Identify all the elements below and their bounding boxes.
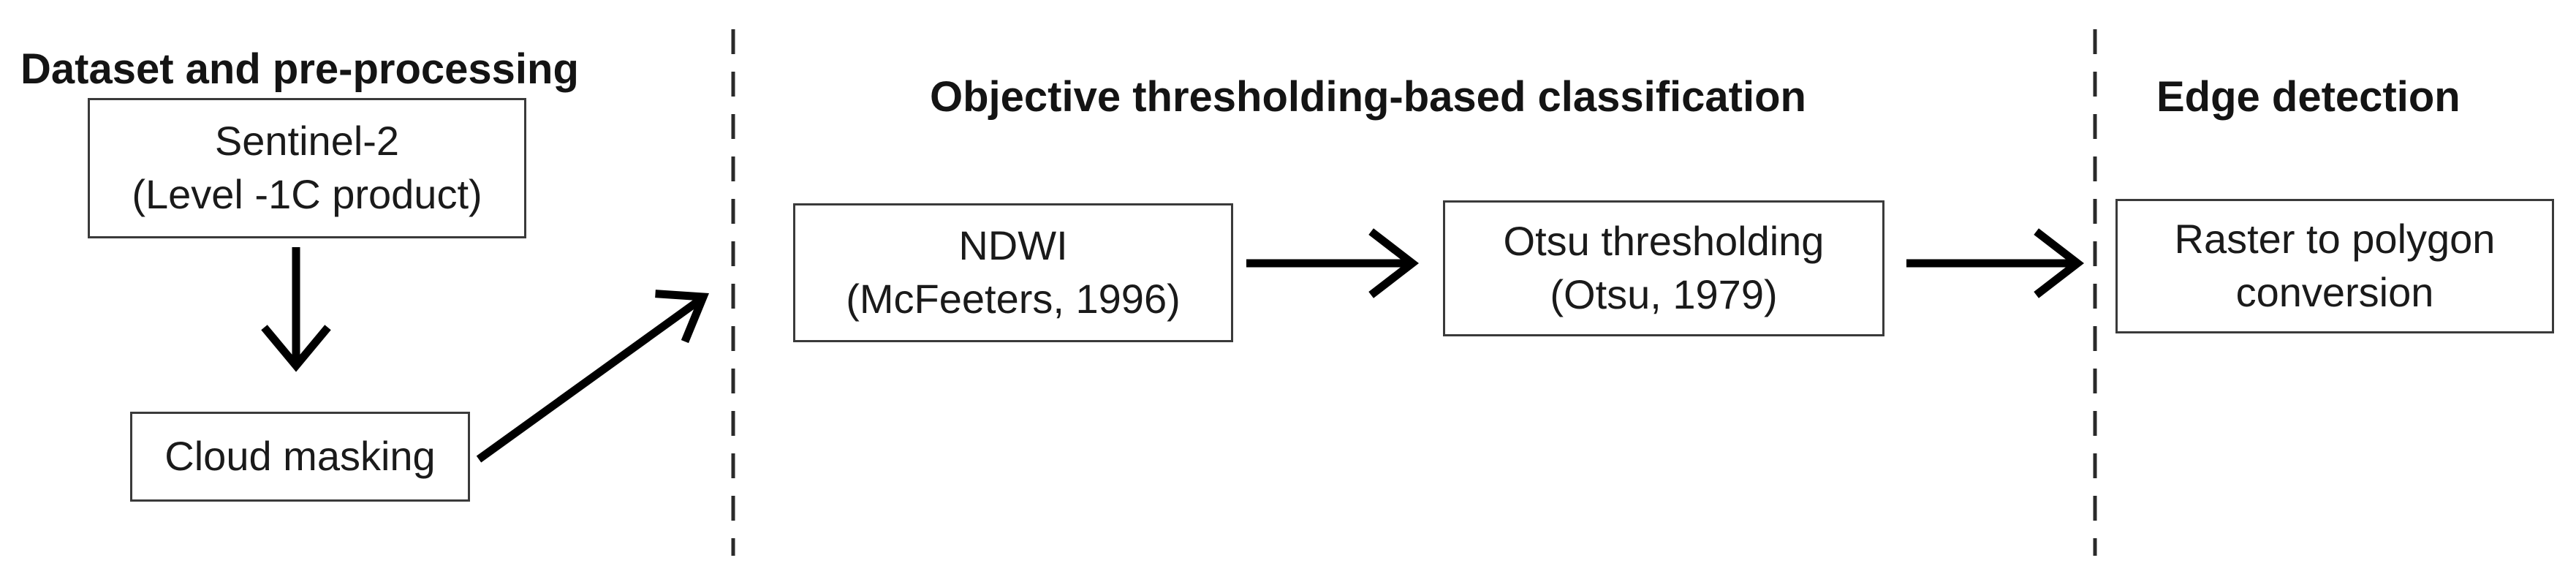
node-cloud-masking: Cloud masking — [130, 412, 470, 502]
section-title-preprocessing: Dataset and pre-processing — [20, 45, 579, 93]
arrow-sentinel-to-cloud — [261, 247, 331, 372]
node-ndwi: NDWI (McFeeters, 1996) — [793, 203, 1233, 342]
node-cloud-masking-label: Cloud masking — [164, 433, 436, 480]
node-otsu-line1: Otsu thresholding — [1503, 218, 1825, 265]
arrow-otsu-to-raster — [1906, 228, 2085, 298]
node-otsu-thresholding: Otsu thresholding (Otsu, 1979) — [1443, 200, 1884, 336]
node-otsu-line2: (Otsu, 1979) — [1550, 271, 1778, 317]
node-ndwi-line1: NDWI — [958, 222, 1068, 269]
section-title-edge-detection: Edge detection — [2156, 73, 2461, 121]
node-ndwi-line2: (McFeeters, 1996) — [846, 276, 1181, 322]
node-raster-line2: conversion — [2235, 269, 2434, 315]
section-title-classification: Objective thresholding-based classificat… — [930, 73, 1806, 121]
arrow-ndwi-to-otsu — [1246, 228, 1420, 298]
node-raster-line1: Raster to polygon — [2174, 216, 2496, 263]
arrow-cloud-to-ndwi — [476, 290, 709, 463]
node-raster-to-polygon: Raster to polygon conversion — [2115, 199, 2554, 333]
node-sentinel-2-line1: Sentinel-2 — [214, 118, 400, 165]
node-sentinel-2: Sentinel-2 (Level -1C product) — [88, 98, 526, 238]
node-sentinel-2-line2: (Level -1C product) — [132, 171, 482, 217]
